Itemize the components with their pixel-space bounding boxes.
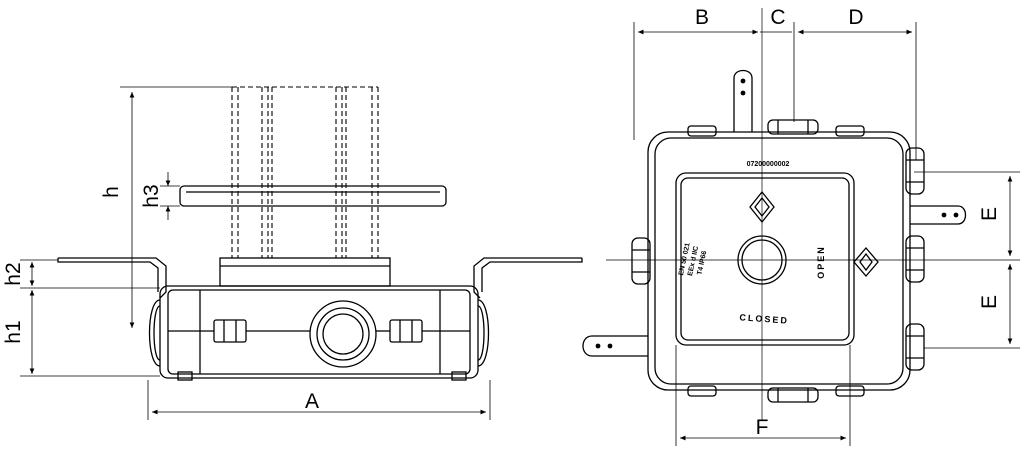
right-gland-top (905, 147, 925, 195)
top-view (582, 69, 967, 403)
lug-holes (595, 78, 959, 349)
label-E-lower: E (978, 295, 1001, 309)
lug-left (582, 335, 648, 357)
bottom-gland (767, 387, 819, 403)
side-dimensions (20, 86, 491, 420)
gland-right (477, 299, 490, 367)
front-plate (675, 172, 855, 346)
label-A: A (305, 390, 319, 413)
bracket-right (473, 257, 583, 299)
lug-top (733, 69, 753, 132)
label-D: D (848, 6, 863, 29)
label-F: F (756, 416, 769, 439)
gland-left (148, 299, 161, 367)
left-gland (631, 237, 651, 285)
top-dimensions (633, 22, 1020, 446)
bracket-left (57, 257, 167, 299)
enclosure-outer (647, 131, 911, 391)
side-view (57, 86, 583, 381)
label-B: B (695, 6, 709, 29)
plate-serial: 07200000002 (747, 161, 790, 168)
right-gland-bottom (905, 323, 925, 371)
lug-right (910, 205, 967, 225)
logo-diamond-right (853, 247, 879, 277)
plate-open-label: OPEN (816, 245, 826, 279)
svg-text:T4 IP66: T4 IP66 (696, 250, 708, 276)
top-gland (767, 119, 819, 135)
plate-closed-label: CLOSED (739, 312, 789, 325)
label-h1: h1 (2, 320, 25, 343)
center-gland-outer (309, 300, 377, 368)
dashed-handle-outline (231, 86, 379, 258)
label-h3: h3 (140, 184, 163, 207)
lid-plate (179, 185, 447, 207)
box-body (159, 285, 479, 379)
label-h2: h2 (2, 262, 25, 285)
label-C: C (770, 6, 785, 29)
label-E-upper: E (978, 207, 1001, 221)
plate-approval-text: EN 50 021 EEx d IIC T4 IP66 (678, 242, 708, 276)
label-h: h (100, 186, 123, 198)
center-lines (606, 8, 930, 420)
right-gland-mid (905, 235, 925, 283)
